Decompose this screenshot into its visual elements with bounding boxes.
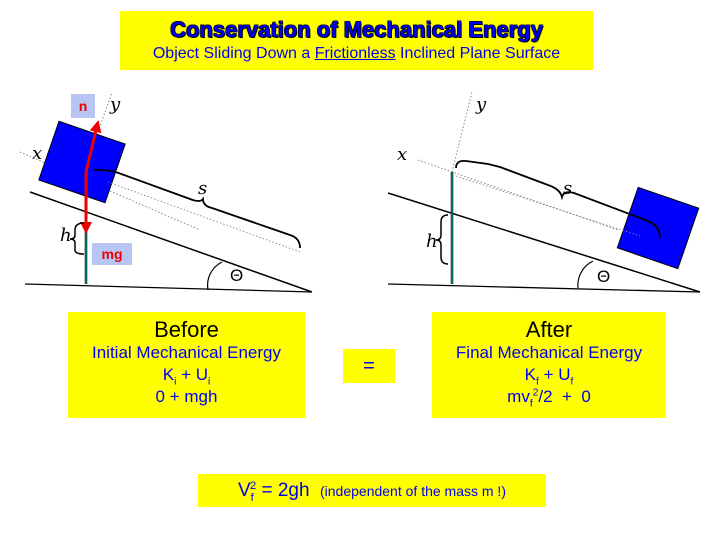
- result-equation: Vf2 = 2gh: [237, 479, 310, 504]
- subtitle-underlined: Frictionless: [314, 45, 396, 62]
- right-ground-line: [387, 283, 701, 293]
- right-x-axis-label: x: [397, 144, 407, 165]
- left-distance-label: s: [198, 178, 207, 199]
- title-box: Conservation of Mechanical Energy Object…: [120, 11, 593, 70]
- left-block: [38, 120, 126, 204]
- after-line1: Final Mechanical Energy: [455, 343, 643, 362]
- right-angle-label: Θ: [597, 267, 610, 286]
- before-line3: 0 + mgh: [155, 387, 218, 406]
- left-normal-force-label: n: [79, 98, 88, 114]
- result-box: Vf2 = 2gh (independent of the mass m !): [198, 474, 546, 507]
- right-distance-brace: [455, 159, 661, 239]
- left-angle-arc: [206, 261, 223, 291]
- right-y-axis-line: [451, 91, 473, 173]
- equals-box: =: [343, 349, 395, 383]
- left-diagram: n mg x y h s Θ: [19, 91, 313, 293]
- result-note: (independent of the mass m !): [320, 483, 506, 499]
- left-n-tag: [71, 94, 95, 118]
- left-mg-tag: [92, 243, 132, 265]
- before-box: Before Initial Mechanical Energy Ki + Ui…: [68, 312, 305, 418]
- before-heading: Before: [154, 317, 219, 342]
- subtitle: Object Sliding Down a Frictionless Incli…: [120, 44, 593, 64]
- left-distance-brace: [94, 169, 301, 249]
- left-y-axis-label: y: [109, 94, 121, 115]
- left-weight-label: mg: [102, 246, 123, 262]
- left-ground-line: [24, 283, 313, 293]
- subtitle-post: Inclined Plane Surface: [395, 45, 561, 62]
- after-energy-sum: Kf + Uf: [524, 365, 574, 388]
- left-normal-force-arrow: [84, 120, 102, 173]
- page-title: Conservation of Mechanical Energy: [170, 17, 543, 42]
- right-angle-arc: [577, 260, 594, 289]
- left-distance-dotted: [107, 181, 301, 253]
- right-height-label: h: [426, 231, 438, 252]
- right-x-axis-line: [417, 159, 619, 231]
- subtitle-pre: Object Sliding Down a: [152, 45, 315, 62]
- after-line3: mvf2/2 + 0: [507, 387, 591, 410]
- left-angle-label: Θ: [230, 266, 243, 285]
- left-x-axis-label: x: [32, 143, 42, 164]
- after-box: After Final Mechanical Energy Kf + Uf mv…: [432, 312, 666, 418]
- right-height-brace: [435, 214, 449, 265]
- right-y-axis-label: y: [475, 94, 487, 115]
- after-heading: After: [525, 317, 573, 342]
- right-distance-dotted: [455, 175, 641, 237]
- right-distance-label: s: [563, 178, 572, 199]
- before-line1: Initial Mechanical Energy: [92, 343, 281, 362]
- left-height-label: h: [60, 225, 72, 246]
- left-height-brace: [69, 222, 85, 255]
- before-energy-sum: Ki + Ui: [162, 365, 211, 388]
- right-diagram: x y h s Θ: [387, 91, 701, 293]
- right-incline-surface: [387, 192, 701, 293]
- left-incline-surface: [29, 191, 313, 293]
